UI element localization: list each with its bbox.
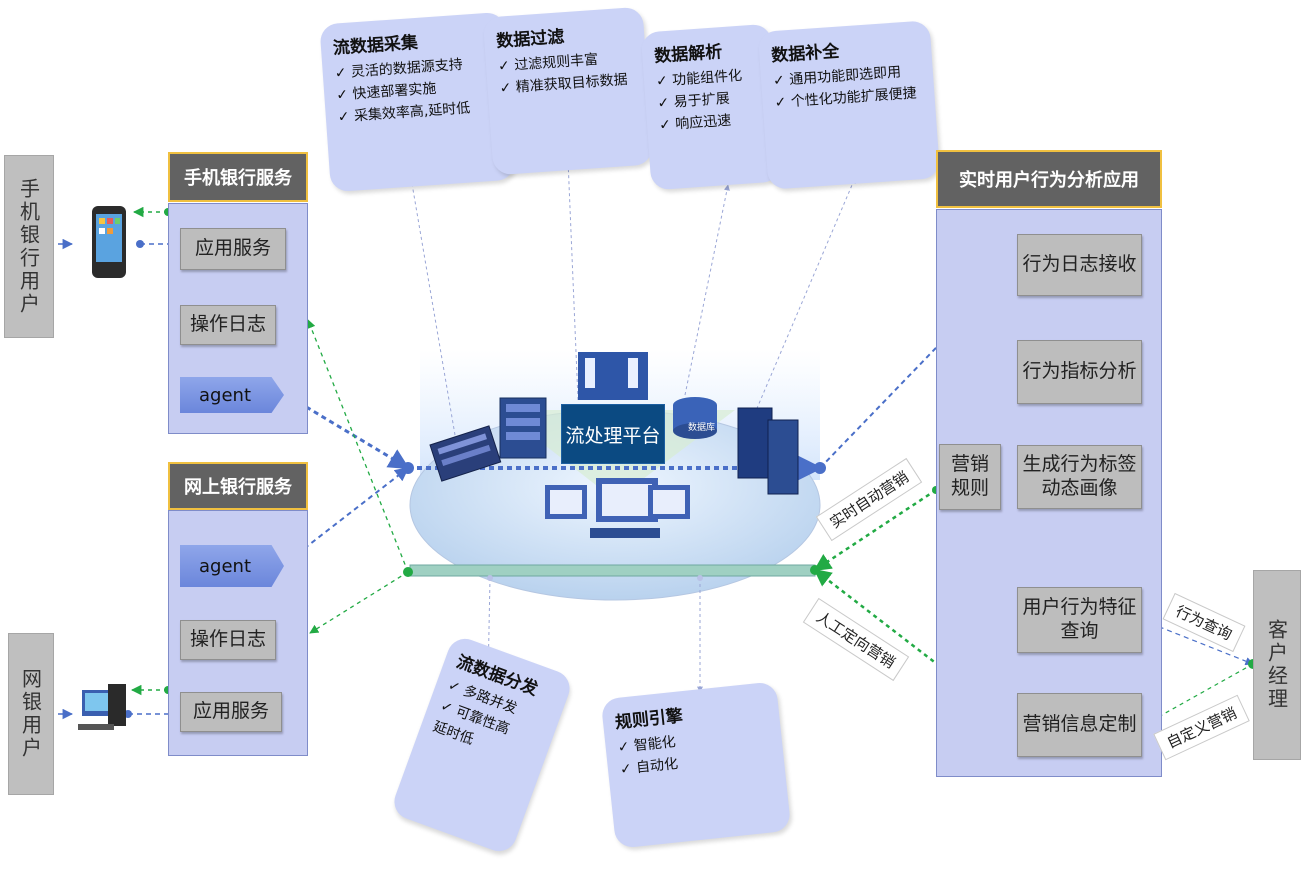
pc-icon: [78, 684, 126, 730]
marketing-rule[interactable]: 营销规则: [939, 444, 1001, 510]
behavior-log-receive[interactable]: 行为日志接收: [1017, 234, 1142, 296]
card-parse-title: 数据解析: [653, 42, 723, 67]
text-line: 规则: [950, 477, 989, 499]
line-to-collect: [407, 171, 456, 436]
marketing-custom[interactable]: 营销信息定制: [1017, 693, 1142, 757]
mobile-agent-to-platform: [282, 391, 410, 470]
realtime-app-header: 实时用户行为分析应用: [936, 150, 1162, 208]
mobile-user-label: 手机银行用户: [16, 177, 41, 316]
text-line: 动态画像: [1041, 477, 1118, 499]
platform-base-bar: [409, 564, 816, 577]
platform-to-net-service: [309, 571, 409, 634]
db-tag: 数据库: [688, 423, 716, 433]
mobile-user-box: 手机银行用户: [4, 155, 54, 338]
text-line: 用户行为特征: [1022, 596, 1137, 619]
phone-icon: [92, 206, 126, 278]
feature-query[interactable]: 用户行为特征查询: [1017, 587, 1142, 653]
net-user-label: 网银用户: [18, 668, 43, 760]
manager-to-custom: [1143, 663, 1254, 726]
mobile-op-log[interactable]: 操作日志: [180, 305, 276, 345]
text-line: 生成行为标签: [1022, 453, 1137, 476]
card-rule-engine: 规则引擎 ✓ 智能化 ✓ 自动化: [600, 681, 792, 849]
line-to-filter: [565, 159, 579, 401]
manager-label: 客户经理: [1264, 619, 1289, 711]
net-op-log[interactable]: 操作日志: [180, 620, 276, 660]
card-filter-title: 数据过滤: [495, 27, 565, 52]
card-filter: 数据过滤 ✓ 过滤规则丰富 ✓ 精准获取目标数据: [482, 6, 654, 176]
net-user-box: 网银用户: [8, 633, 54, 795]
manager-box: 客户经理: [1253, 570, 1301, 760]
stream-platform-label[interactable]: 流处理平台: [561, 404, 665, 464]
text-line: 查询: [1060, 620, 1099, 642]
card-complete: 数据补全 ✓ 通用功能即选即用 ✓ 个性化功能扩展便捷: [757, 20, 941, 190]
net-app-service[interactable]: 应用服务: [180, 692, 282, 732]
text-line: 营销: [950, 453, 989, 476]
mobile-agent[interactable]: agent: [180, 377, 284, 413]
net-agent[interactable]: agent: [180, 545, 284, 587]
net-service-header: 网上银行服务: [168, 462, 308, 510]
rule-to-platform: [813, 488, 937, 572]
tag-profile[interactable]: 生成行为标签动态画像: [1017, 445, 1142, 509]
platform-devices: [429, 352, 799, 538]
mobile-app-service[interactable]: 应用服务: [180, 228, 286, 270]
behavior-metric-analysis[interactable]: 行为指标分析: [1017, 340, 1142, 404]
mobile-service-header: 手机银行服务: [168, 152, 308, 202]
platform-to-mobile-service: [306, 319, 409, 573]
line-to-complete: [751, 177, 856, 421]
